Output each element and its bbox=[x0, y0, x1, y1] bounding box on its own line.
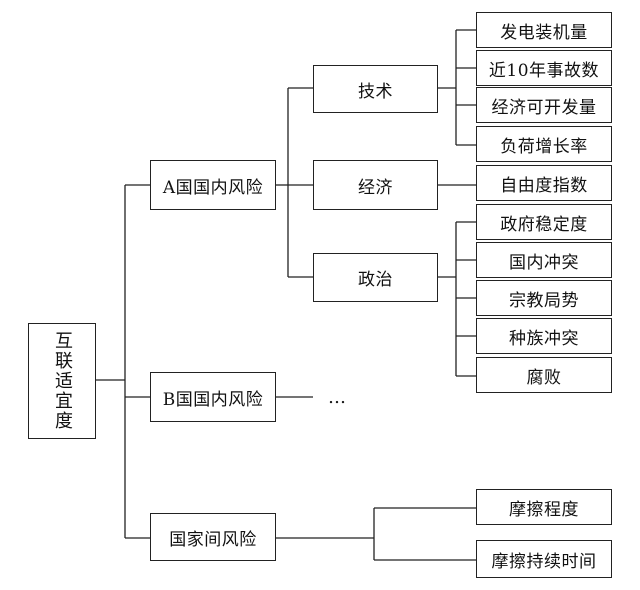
ellipsis-more: … bbox=[328, 387, 346, 408]
node-b-domestic-risk: B国国内风险 bbox=[150, 372, 276, 422]
indicator-religious-situation: 宗教局势 bbox=[476, 280, 612, 316]
root-node: 互联适宜度 bbox=[28, 323, 96, 439]
indicator-friction-duration: 摩擦持续时间 bbox=[476, 540, 612, 578]
indicator-exploitable-capacity: 经济可开发量 bbox=[476, 87, 612, 123]
node-politics: 政治 bbox=[313, 253, 438, 302]
indicator-load-growth: 负荷增长率 bbox=[476, 126, 612, 162]
indicator-friction-level: 摩擦程度 bbox=[476, 489, 612, 525]
node-a-domestic-risk: A国国内风险 bbox=[150, 160, 276, 210]
node-interstate-risk: 国家间风险 bbox=[150, 513, 276, 561]
indicator-ethnic-conflict: 种族冲突 bbox=[476, 318, 612, 354]
indicator-accidents-10yr: 近10年事故数 bbox=[476, 50, 612, 86]
indicator-installed-capacity: 发电装机量 bbox=[476, 12, 612, 48]
node-tech: 技术 bbox=[313, 65, 438, 113]
indicator-freedom-index: 自由度指数 bbox=[476, 165, 612, 201]
indicator-internal-conflict: 国内冲突 bbox=[476, 242, 612, 278]
node-econ: 经济 bbox=[313, 160, 438, 210]
indicator-corruption: 腐败 bbox=[476, 357, 612, 393]
indicator-gov-stability: 政府稳定度 bbox=[476, 204, 612, 240]
